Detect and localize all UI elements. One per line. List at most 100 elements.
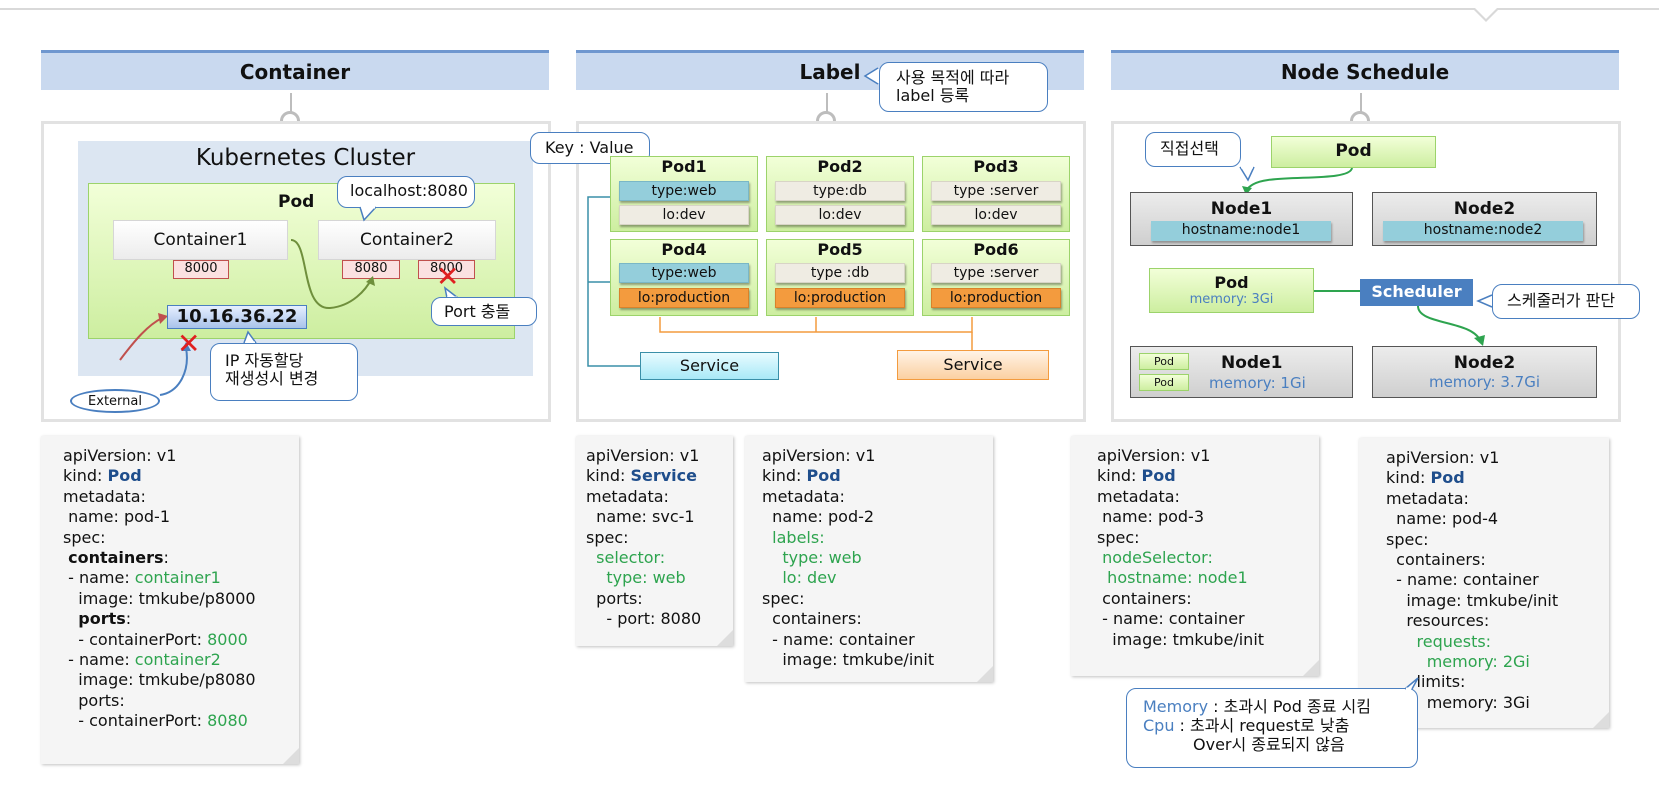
scheduler-box: Scheduler — [1360, 279, 1473, 306]
yaml-line: name: pod-2 — [762, 507, 875, 527]
yaml-line: ports: — [63, 690, 125, 710]
connector-line — [1360, 93, 1362, 119]
yaml-line: containers: — [68, 547, 169, 567]
yaml-pod-1: apiVersion: v1 kind: Pod metadata: name:… — [41, 436, 299, 764]
pod-name: Pod1 — [661, 157, 707, 176]
small-pod: Pod — [1139, 374, 1189, 391]
page-fold — [1287, 660, 1319, 676]
container1-box: Container1 — [113, 220, 288, 260]
cpu-note-line2: Over시 종료되지 않음 — [1193, 735, 1345, 754]
port-conflict-callout: Port 충돌 — [431, 297, 537, 326]
direct-select-callout: 직접선택 — [1145, 132, 1241, 167]
external-ellipse: External — [70, 389, 160, 413]
node-title: Node2 — [1453, 353, 1516, 373]
pod-lo-label: lo:production — [931, 288, 1061, 308]
yaml-line: apiVersion: v1 — [1097, 446, 1211, 465]
pod-lo-label: lo:production — [619, 288, 749, 308]
yaml-line: name: svc-1 — [586, 507, 695, 527]
yaml-line: resources: — [1386, 611, 1490, 631]
label-callout: 사용 목적에 따라 label 등록 — [879, 62, 1048, 112]
yaml-line: ports: — [78, 609, 132, 629]
small-pod: Pod — [1139, 353, 1189, 370]
port-8080-c2: 8080 — [342, 260, 400, 279]
yaml-pod-3: apiVersion: v1 kind: Pod metadata: name:… — [1071, 436, 1319, 676]
yaml-line: - name: container — [1386, 570, 1539, 590]
page-fold — [961, 666, 993, 682]
yaml-line: apiVersion: v1 — [586, 446, 700, 465]
yaml-line: kind: Pod — [1386, 468, 1465, 488]
top-divider — [0, 8, 1659, 10]
yaml-line: - name: container — [762, 629, 915, 649]
pod-card: Pod2 type:db lo:dev — [766, 156, 914, 232]
node-title: Node1 — [1221, 353, 1283, 373]
service-right: Service — [897, 350, 1049, 380]
container2-box: Container2 — [318, 220, 496, 260]
cpu-note-line: Cpu : 초과시 request로 낮춤 — [1143, 716, 1350, 735]
yaml-line: spec: — [1097, 527, 1140, 547]
yaml-line: image: tmkube/init — [1097, 629, 1265, 649]
yaml-line: image: tmkube/init — [762, 649, 935, 669]
yaml-line: apiVersion: v1 — [63, 446, 177, 465]
pod-name: Pod3 — [973, 157, 1019, 176]
yaml-line: kind: Pod — [1097, 466, 1176, 486]
ip-box: 10.16.36.22 — [167, 305, 307, 329]
pod-lo-label: lo:dev — [619, 205, 749, 225]
pod-name: Pod6 — [973, 240, 1019, 259]
yaml-line: nodeSelector: — [1097, 547, 1213, 567]
page-fold — [1577, 712, 1609, 728]
node-hostname-label: hostname:node2 — [1383, 221, 1583, 241]
node-memory: memory: 1Gi — [1209, 374, 1306, 392]
yaml-line: requests: — [1386, 631, 1492, 651]
header-node-schedule: Node Schedule — [1111, 50, 1619, 90]
yaml-line: - containerPort: 8080 — [63, 711, 248, 731]
yaml-pod-2: apiVersion: v1 kind: Pod metadata: name:… — [745, 436, 993, 682]
pod-mid-memory: memory: 3Gi — [1189, 292, 1274, 307]
yaml-line: spec: — [63, 527, 106, 547]
header-container: Container — [41, 50, 549, 90]
pod-name: Pod2 — [817, 157, 863, 176]
service-left: Service — [640, 352, 779, 380]
yaml-line: metadata: — [1386, 488, 1469, 508]
pod-mid-title: Pod — [1214, 273, 1249, 292]
node-title: Node2 — [1453, 199, 1516, 219]
page-fold — [267, 748, 299, 764]
connector-line — [826, 93, 828, 119]
top-notch-inner — [1475, 8, 1497, 19]
ip-callout-line2: 재생성시 변경 — [225, 369, 319, 388]
pod-lo-label: lo:dev — [931, 205, 1061, 225]
pod-type-label: type:db — [775, 181, 905, 201]
port-8000-c2: 8000 — [418, 260, 475, 279]
page-fold — [701, 630, 733, 646]
connector-line — [290, 93, 292, 119]
pod-title: Pod — [278, 192, 315, 212]
port-8000-c1: 8000 — [173, 260, 229, 279]
yaml-line: containers: — [762, 609, 862, 629]
node1-top: Node1 hostname:node1 — [1130, 192, 1353, 246]
yaml-line: containers: — [1386, 549, 1486, 569]
ip-callout: IP 자동할당 재생성시 변경 — [210, 343, 358, 401]
yaml-line: metadata: — [1097, 486, 1180, 506]
key-value-callout: Key : Value — [530, 132, 650, 164]
yaml-line: memory: 2Gi — [1386, 651, 1530, 671]
yaml-line: image: tmkube/p8000 — [63, 588, 256, 608]
yaml-pod-4: apiVersion: v1 kind: Pod metadata: name:… — [1359, 438, 1609, 728]
yaml-line: name: pod-1 — [63, 507, 170, 527]
node-hostname-label: hostname:node1 — [1151, 221, 1331, 241]
ip-x-icon: ✕ — [177, 327, 201, 360]
yaml-line: apiVersion: v1 — [762, 446, 876, 465]
pod-card: Pod6 type :server lo:production — [922, 239, 1070, 316]
yaml-line: type: web — [762, 547, 862, 567]
pod-type-label: type:web — [619, 263, 749, 283]
yaml-line: image: tmkube/init — [1386, 590, 1559, 610]
yaml-line: metadata: — [63, 486, 146, 506]
yaml-svc-1: apiVersion: v1 kind: Service metadata: n… — [576, 436, 733, 646]
pod-lo-label: lo:dev — [775, 205, 905, 225]
ip-callout-line1: IP 자동할당 — [225, 351, 304, 370]
yaml-line: - name: container — [1097, 609, 1245, 629]
yaml-line: containers: — [1097, 588, 1192, 608]
pod-card: Pod5 type :db lo:production — [766, 239, 914, 316]
yaml-line: spec: — [1386, 529, 1429, 549]
yaml-line: apiVersion: v1 — [1386, 448, 1500, 467]
pod-mid: Pod memory: 3Gi — [1149, 268, 1314, 313]
pod-name: Pod4 — [661, 240, 707, 259]
